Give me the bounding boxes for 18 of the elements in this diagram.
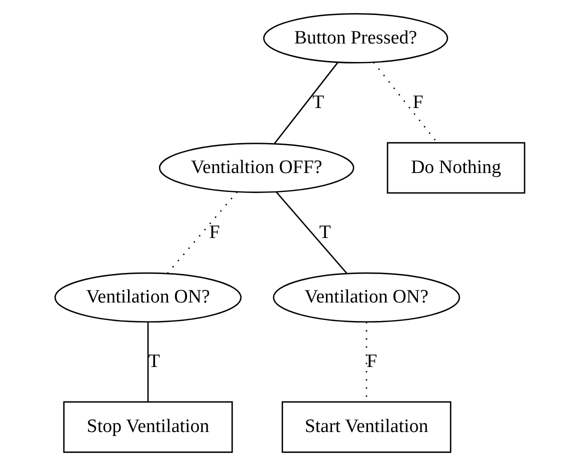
connector: [167, 191, 238, 274]
node-ellipse: Ventilation ON?: [54, 272, 242, 323]
node-box: Do Nothing: [386, 142, 526, 194]
node-ellipse: Ventialtion OFF?: [158, 142, 354, 193]
node-box: Stop Ventilation: [63, 401, 233, 453]
edge-label: T: [312, 92, 324, 113]
node-box: Start Ventilation: [282, 401, 452, 453]
edge-label: F: [366, 350, 378, 372]
connector: [147, 322, 149, 402]
node-ellipse: Ventilation ON?: [272, 272, 460, 323]
edge-label: T: [319, 222, 331, 244]
connector: [373, 62, 438, 144]
edge-label: F: [209, 222, 220, 244]
connector: [276, 191, 348, 274]
edge-label: F: [412, 92, 424, 113]
node-ellipse: Button Pressed?: [263, 13, 448, 64]
edge-label: T: [148, 350, 160, 372]
connector: [274, 62, 338, 144]
